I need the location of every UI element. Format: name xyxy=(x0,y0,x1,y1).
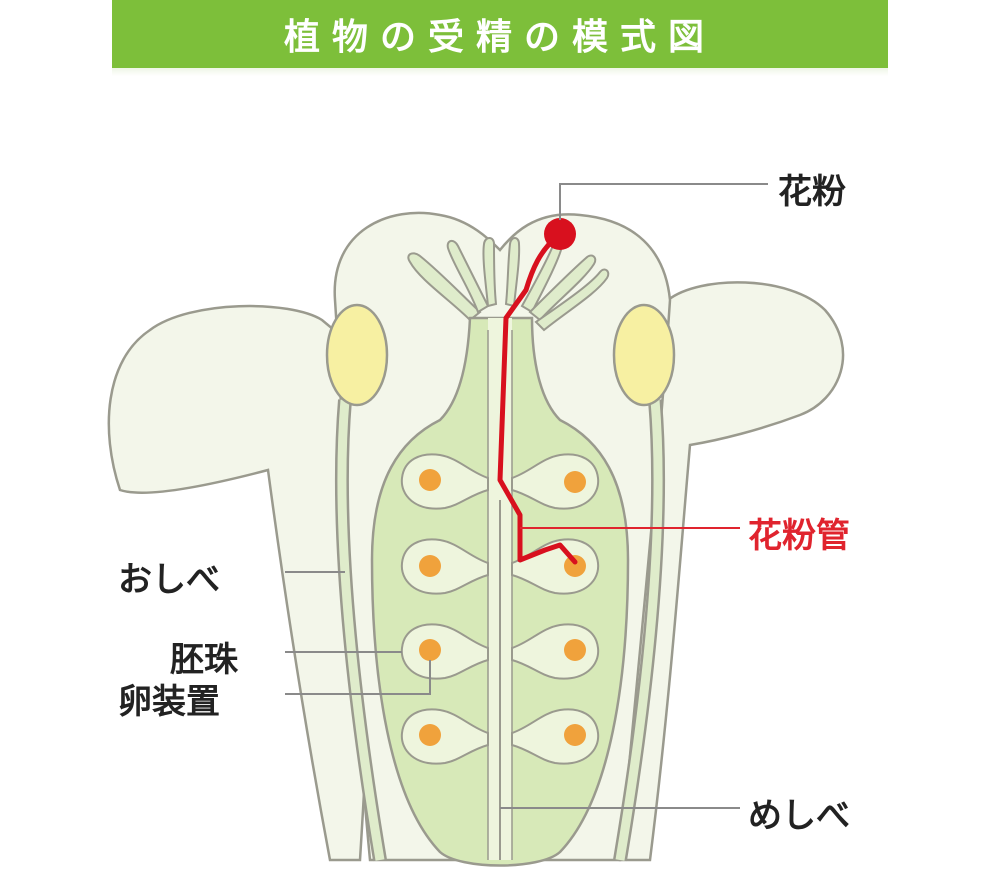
label-ovule: 胚珠 xyxy=(170,640,238,680)
diagram-title: 植物の受精の模式図 xyxy=(283,17,716,58)
label-pollen: 花粉 xyxy=(778,172,846,212)
ovules-right xyxy=(511,453,600,765)
left-stamen-filament-inner xyxy=(337,399,385,861)
pollen-tube xyxy=(497,233,578,565)
left-anther xyxy=(325,303,389,407)
label-pistil: めしべ xyxy=(748,796,850,836)
right-anther xyxy=(612,303,676,407)
stigma xyxy=(407,237,610,332)
title-underline xyxy=(112,68,888,76)
label-stamen: おしべ xyxy=(118,560,220,600)
ovules-left xyxy=(400,453,489,765)
label-pollen-tube: 花粉管 xyxy=(748,516,850,556)
right-stamen-filament-inner xyxy=(615,399,663,861)
pollen-grain xyxy=(544,218,576,250)
egg-apparatus-dots xyxy=(419,469,586,746)
label-egg-apparatus: 卵装置 xyxy=(118,682,220,722)
title-bar: 植物の受精の模式図 xyxy=(112,0,888,68)
leader-lines xyxy=(285,183,768,809)
